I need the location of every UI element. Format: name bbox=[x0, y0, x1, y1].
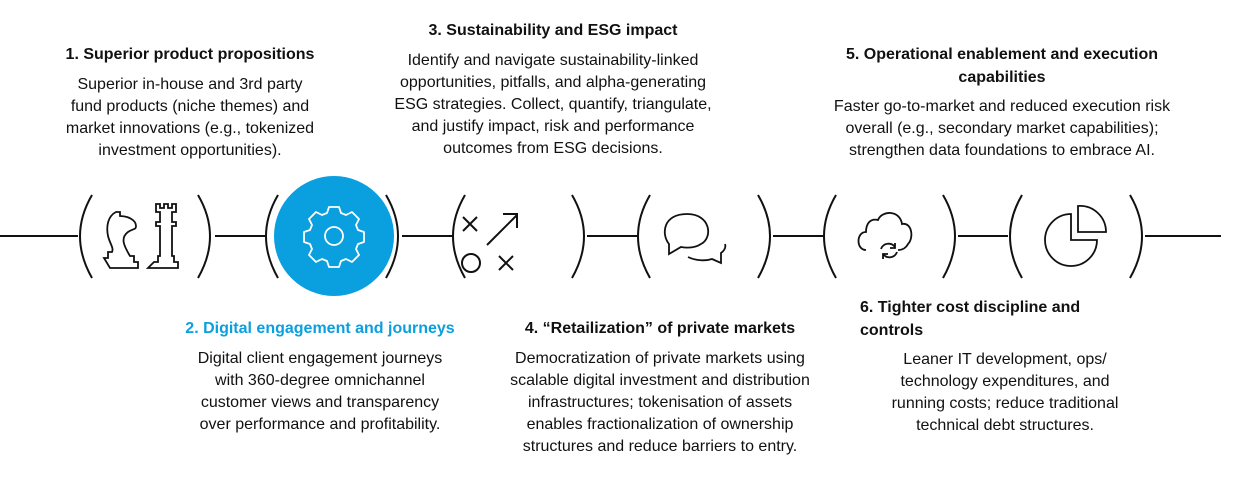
item-text: overall (e.g., secondary market capabili… bbox=[845, 120, 1159, 137]
item-1-superior-product-propositions: 1. Superior product propositions Superio… bbox=[0, 43, 400, 162]
bracket-right bbox=[197, 194, 211, 279]
item-text: with 360-degree omnichannel bbox=[215, 372, 425, 389]
item-text: Leaner IT development, ops/ bbox=[903, 351, 1107, 368]
item-text: strengthen data foundations to embrace A… bbox=[849, 142, 1155, 159]
bracket-right bbox=[757, 194, 771, 279]
bracket-left bbox=[823, 194, 837, 279]
gear-icon bbox=[303, 206, 365, 268]
bracket-right bbox=[942, 194, 956, 279]
bracket-left bbox=[452, 194, 466, 279]
highlight-circle bbox=[274, 176, 394, 296]
strategy-xo-icon bbox=[461, 213, 518, 273]
item-title: 5. Operational enablement and execution bbox=[845, 46, 1159, 63]
chess-pieces-icon bbox=[102, 203, 179, 269]
bracket-left bbox=[1009, 194, 1023, 279]
item-text: technology expenditures, and bbox=[900, 373, 1110, 390]
bracket-left bbox=[265, 194, 279, 279]
chat-bubbles-icon bbox=[663, 213, 727, 265]
item-text: Faster go-to-market and reduced executio… bbox=[833, 98, 1171, 115]
item-text: fund products (niche themes) and bbox=[70, 98, 310, 115]
item-title: 3. Sustainability and ESG impact bbox=[428, 22, 678, 39]
item-title: capabilities bbox=[958, 69, 1046, 86]
cloud-sync-icon bbox=[857, 212, 913, 259]
bracket-right bbox=[385, 194, 399, 279]
bracket-right bbox=[571, 194, 585, 279]
item-4-retailization: 4. “Retailization” of private markets De… bbox=[450, 317, 870, 458]
item-title: 1. Superior product propositions bbox=[65, 46, 315, 63]
item-text: running costs; reduce traditional bbox=[891, 395, 1119, 412]
item-text: Identify and navigate sustainability-lin… bbox=[407, 52, 699, 69]
item-title: 2. Digital engagement and journeys bbox=[185, 320, 455, 337]
item-text: technical debt structures. bbox=[916, 417, 1094, 434]
item-text: over performance and profitability. bbox=[199, 416, 441, 433]
item-title: controls bbox=[860, 322, 924, 339]
item-text: outcomes from ESG decisions. bbox=[443, 140, 663, 157]
item-text: ESG strategies. Collect, quantify, trian… bbox=[394, 96, 712, 113]
item-text: Superior in-house and 3rd party bbox=[77, 76, 303, 93]
bracket-left bbox=[637, 194, 651, 279]
pie-chart-icon bbox=[1044, 205, 1107, 267]
item-2-digital-engagement: 2. Digital engagement and journeys Digit… bbox=[110, 317, 530, 436]
item-text: enables fractionalization of ownership bbox=[526, 416, 794, 433]
item-text: infrastructures; tokenisation of assets bbox=[527, 394, 793, 411]
bracket-left bbox=[79, 194, 93, 279]
item-5-operational-enablement: 5. Operational enablement and execution … bbox=[792, 43, 1212, 162]
item-text: customer views and transparency bbox=[200, 394, 440, 411]
item-text: Digital client engagement journeys bbox=[197, 350, 443, 367]
item-text: structures and reduce barriers to entry. bbox=[522, 438, 798, 455]
bracket-pairs bbox=[79, 194, 1143, 279]
item-title: 4. “Retailization” of private markets bbox=[524, 320, 796, 337]
item-text: scalable digital investment and distribu… bbox=[510, 372, 810, 389]
item-text: and justify impact, risk and performance bbox=[411, 118, 695, 135]
item-text: Democratization of private markets using bbox=[515, 350, 805, 367]
item-6-cost-discipline: 6. Tighter cost discipline and controls … bbox=[795, 296, 1215, 437]
bracket-right bbox=[1129, 194, 1143, 279]
item-text: opportunities, pitfalls, and alpha-gener… bbox=[400, 74, 706, 91]
item-text: investment opportunities). bbox=[98, 142, 282, 159]
item-text: market innovations (e.g., tokenized bbox=[65, 120, 315, 137]
item-title: 6. Tighter cost discipline and bbox=[860, 299, 1081, 316]
item-3-sustainability-esg: 3. Sustainability and ESG impact Identif… bbox=[343, 19, 763, 160]
